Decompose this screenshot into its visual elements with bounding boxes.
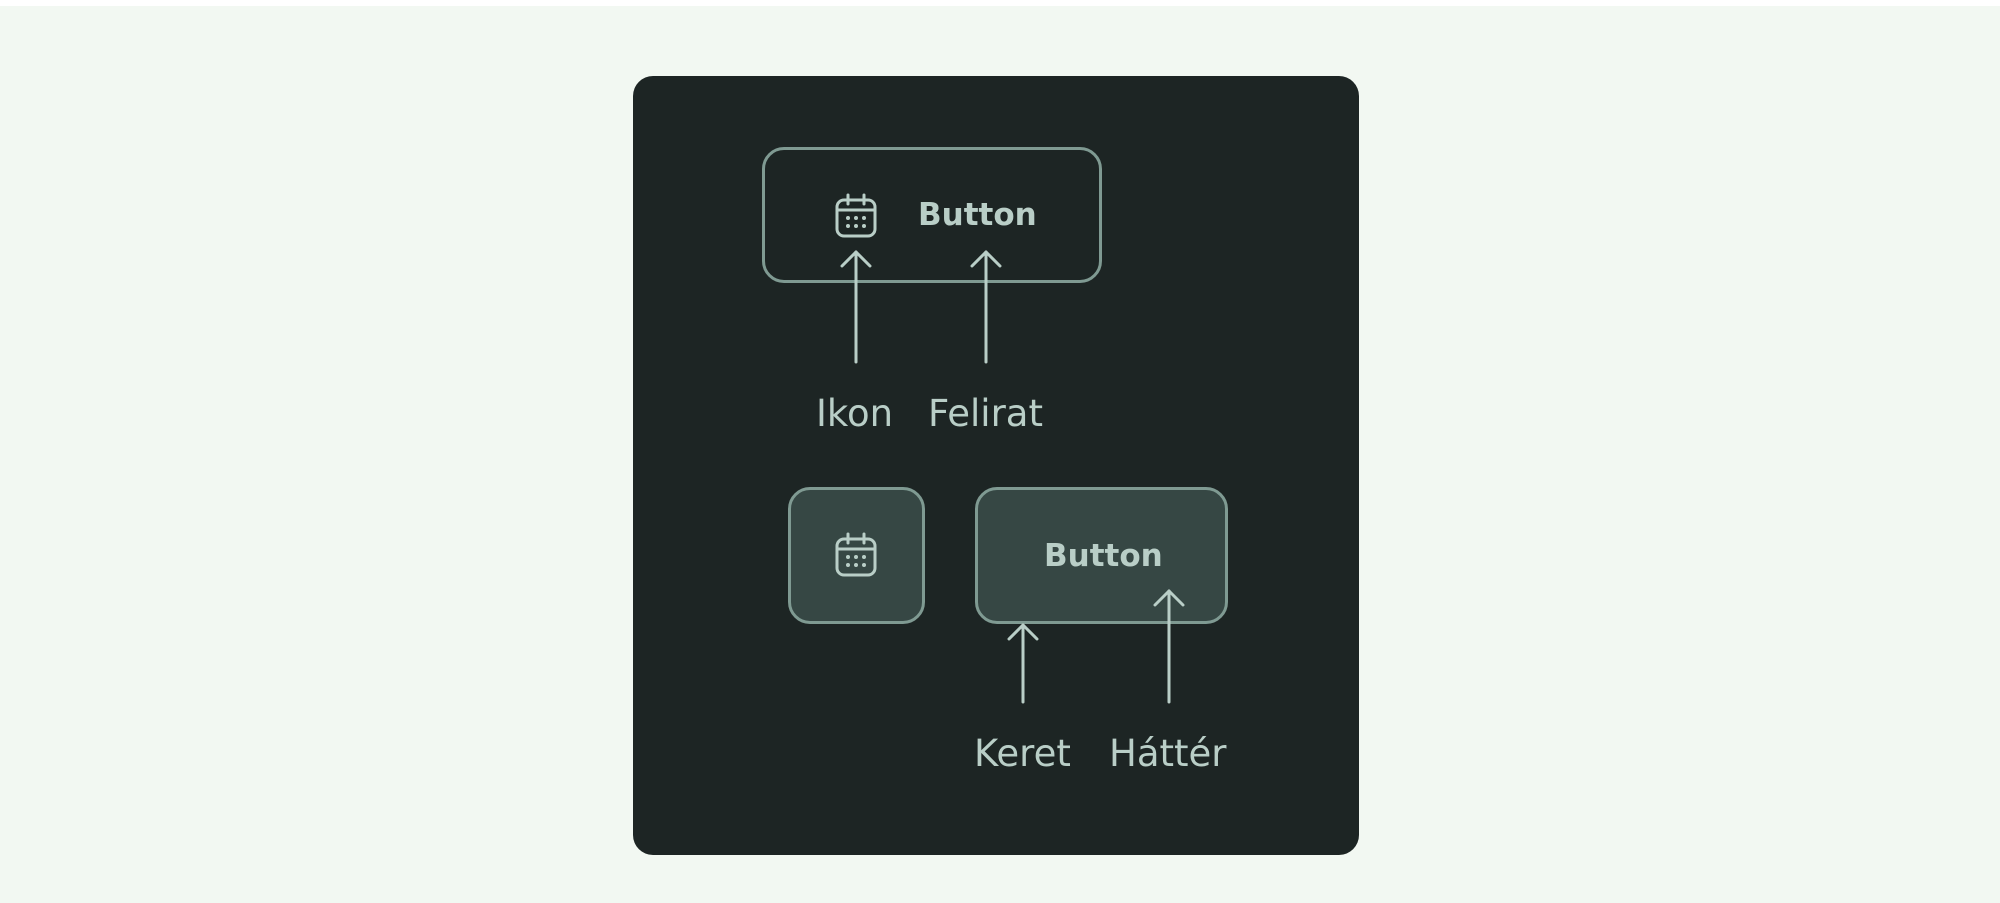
annotation-icon-label: Ikon: [816, 392, 894, 435]
calendar-icon: [834, 193, 878, 239]
annotation-label-label: Felirat: [928, 392, 1043, 435]
annotation-border-label: Keret: [974, 732, 1071, 775]
filled-label-button[interactable]: [975, 487, 1228, 624]
button-label: Button: [1044, 538, 1163, 574]
outlined-icon-button[interactable]: [762, 147, 1102, 283]
calendar-icon: [834, 532, 878, 578]
diagram-panel: [633, 76, 1359, 855]
top-strip: [0, 0, 2000, 6]
annotation-background-label: Háttér: [1109, 732, 1227, 775]
button-label: Button: [918, 197, 1037, 233]
